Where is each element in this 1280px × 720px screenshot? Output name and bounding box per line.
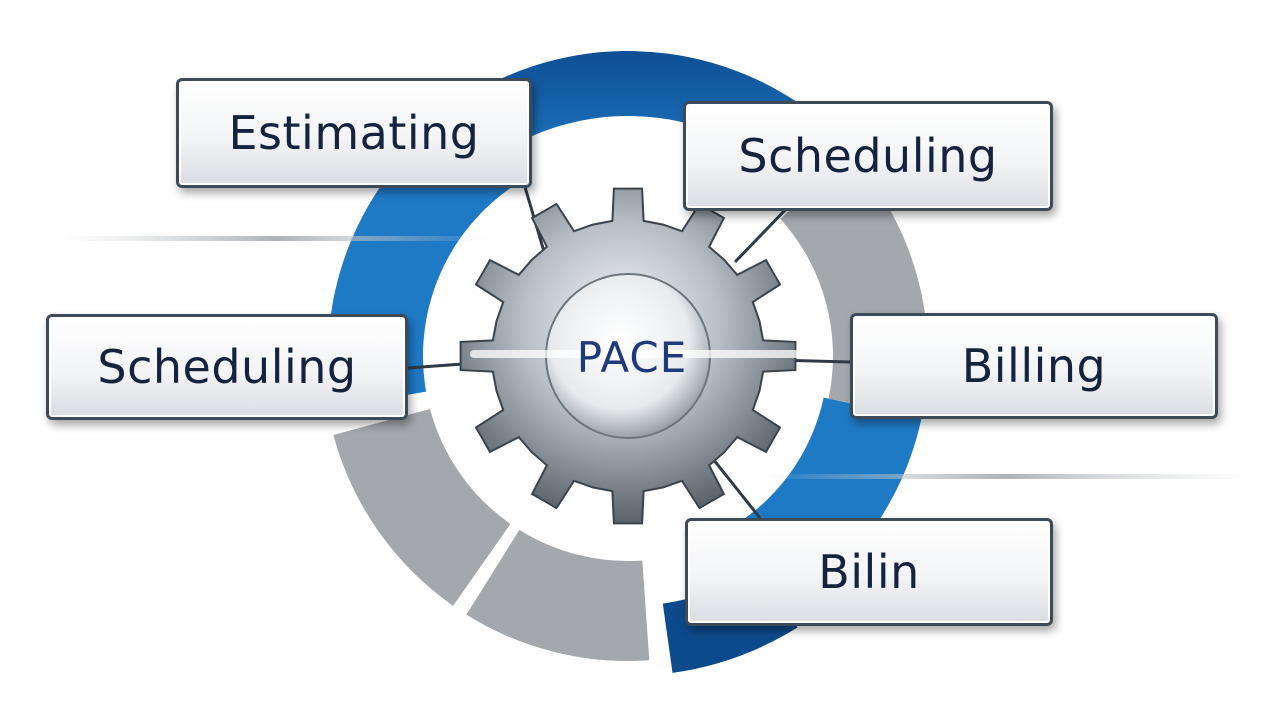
ring-bottom-left-gray — [333, 409, 511, 606]
bilin-label: Bilin — [818, 545, 920, 599]
estimating-label: Estimating — [228, 106, 480, 160]
billing-label-box: Billing — [850, 313, 1218, 419]
scheduling-label-box-left: Scheduling — [46, 314, 408, 420]
ring-bottom-gray — [466, 529, 650, 661]
motion-streak-right — [760, 474, 1250, 479]
hub-highlight — [470, 350, 800, 358]
connector-scheduling-right — [733, 203, 792, 264]
scheduling-label-left: Scheduling — [97, 340, 357, 394]
motion-streak-left — [60, 236, 490, 241]
scheduling-label-right: Scheduling — [738, 129, 998, 183]
estimating-label-box: Estimating — [176, 78, 532, 188]
billing-label: Billing — [961, 339, 1107, 393]
scheduling-label-box-right: Scheduling — [683, 101, 1053, 211]
bilin-label-box: Bilin — [685, 518, 1053, 626]
center-label: PACE — [576, 332, 688, 382]
